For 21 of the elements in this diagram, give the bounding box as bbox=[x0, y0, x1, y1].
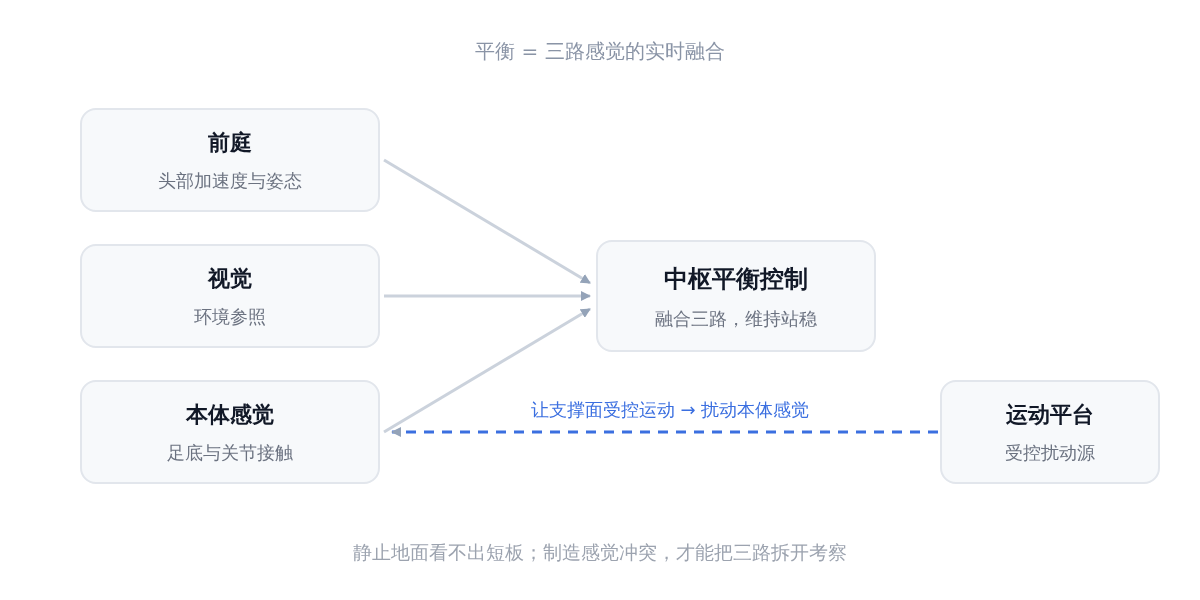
process-box bbox=[940, 380, 1160, 484]
node-title: 前庭 bbox=[208, 129, 252, 157]
node-title: 中枢平衡控制 bbox=[664, 263, 808, 295]
process-box bbox=[80, 108, 380, 212]
node-subtitle: 融合三路，维持站稳 bbox=[655, 306, 817, 331]
arrow bbox=[383, 158, 591, 285]
diagram-caption: 静止地面看不出短板；制造感觉冲突，才能把三路拆开考察 bbox=[353, 540, 847, 565]
arrow bbox=[391, 427, 938, 437]
process-box bbox=[596, 240, 876, 352]
process-box bbox=[80, 380, 380, 484]
node-title: 本体感觉 bbox=[186, 401, 274, 429]
diagram-title: 平衡 = 三路感觉的实时融合 bbox=[475, 38, 725, 65]
process-box bbox=[80, 244, 380, 348]
arrow bbox=[384, 291, 591, 301]
arrow bbox=[383, 307, 591, 434]
node-subtitle: 足底与关节接触 bbox=[167, 441, 293, 465]
node-title: 运动平台 bbox=[1006, 401, 1094, 429]
node-subtitle: 头部加速度与姿态 bbox=[158, 169, 302, 193]
node-subtitle: 环境参照 bbox=[194, 305, 266, 329]
node-subtitle: 受控扰动源 bbox=[1005, 441, 1095, 465]
node-title: 视觉 bbox=[208, 265, 252, 293]
